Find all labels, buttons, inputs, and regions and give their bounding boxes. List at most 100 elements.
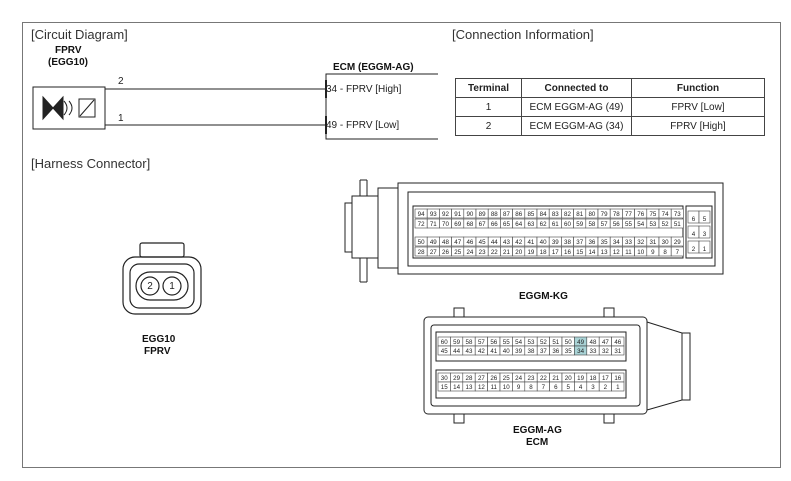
ag-pin-37: 37: [540, 348, 547, 355]
kg-pin-14: 14: [588, 249, 595, 256]
kg-pin-38: 38: [564, 239, 571, 246]
kg-pin-33: 33: [625, 239, 632, 246]
ag-pin-8: 8: [529, 384, 533, 391]
ag-pin-33: 33: [590, 348, 597, 355]
ecm-box: [325, 73, 438, 140]
kg-pin-20: 20: [515, 249, 522, 256]
kg-pin-69: 69: [454, 221, 461, 228]
ag-pin-52: 52: [540, 339, 547, 346]
kg-pin-16: 16: [564, 249, 571, 256]
kg-pin-29: 29: [674, 239, 681, 246]
kg-pin-51: 51: [674, 221, 681, 228]
ag-pin-50: 50: [565, 339, 572, 346]
kg-pin-59: 59: [576, 221, 583, 228]
kg-pin-70: 70: [442, 221, 449, 228]
kg-pin-86: 86: [515, 211, 522, 218]
kg-pin-43: 43: [503, 239, 510, 246]
connected-to-cell: ECM EGGM-AG (49): [521, 97, 632, 117]
kg-pin-29-cell: [670, 236, 684, 247]
ag-pin-49: 49: [577, 339, 584, 346]
kg-pin-73-cell: [670, 208, 684, 219]
kg-pin-39: 39: [552, 239, 559, 246]
kg-pin-3: 3: [703, 231, 707, 238]
kg-pin-64: 64: [515, 221, 522, 228]
kg-pin-9: 9: [651, 249, 655, 256]
ag-pin-29: 29: [453, 375, 460, 382]
eggm-kg-connector: [344, 179, 724, 283]
kg-pin-58: 58: [588, 221, 595, 228]
ag-pin-45: 45: [441, 348, 448, 355]
kg-pin-42: 42: [515, 239, 522, 246]
ag-pin-58: 58: [466, 339, 473, 346]
ag-pin-21: 21: [552, 375, 559, 382]
function-cell: FPRV [Low]: [631, 97, 765, 117]
kg-pin-91: 91: [454, 211, 461, 218]
ag-pin-13: 13: [466, 384, 473, 391]
kg-pin-57: 57: [601, 221, 608, 228]
kg-pin-27: 27: [430, 249, 437, 256]
ag-pin-28: 28: [466, 375, 473, 382]
kg-pin-50: 50: [418, 239, 425, 246]
kg-pin-89: 89: [479, 211, 486, 218]
ag-pin-43: 43: [466, 348, 473, 355]
connection-info-heading: [Connection Information]: [452, 27, 594, 42]
kg-pin-55: 55: [625, 221, 632, 228]
kg-pin-7: 7: [676, 249, 680, 256]
ag-pin-5: 5: [566, 384, 570, 391]
fprv-harness-connector: [122, 242, 202, 315]
ag-pin-17: 17: [602, 375, 609, 382]
eggm-ag-connector: [423, 307, 691, 424]
kg-pin-83: 83: [552, 211, 559, 218]
table-header-row: Terminal Connected to Function: [455, 78, 765, 98]
kg-pin-41: 41: [527, 239, 534, 246]
kg-pin-67: 67: [479, 221, 486, 228]
ag-pin-54: 54: [515, 339, 522, 346]
kg-pin-46: 46: [466, 239, 473, 246]
ag-pin-60: 60: [441, 339, 448, 346]
ag-pin-16: 16: [614, 375, 621, 382]
fprv-code: (EGG10): [48, 57, 89, 68]
kg-pin-72: 72: [418, 221, 425, 228]
header-function: Function: [631, 78, 765, 98]
kg-pin-61: 61: [552, 221, 559, 228]
connected-to-cell: ECM EGGM-AG (34): [521, 116, 632, 136]
kg-pin-10: 10: [637, 249, 644, 256]
ag-pin-1: 1: [616, 384, 620, 391]
kg-pin-15: 15: [576, 249, 583, 256]
kg-pin-45: 45: [479, 239, 486, 246]
kg-pin-75: 75: [649, 211, 656, 218]
ag-pin-40: 40: [503, 348, 510, 355]
kg-pin-94: 94: [418, 211, 425, 218]
ag-pin-20: 20: [565, 375, 572, 382]
ag-pin-22: 22: [540, 375, 547, 382]
kg-pin-36: 36: [588, 239, 595, 246]
kg-pin-5-cell: [698, 210, 711, 224]
ag-pin-39: 39: [515, 348, 522, 355]
kg-pin-71: 71: [430, 221, 437, 228]
kg-pin-34: 34: [613, 239, 620, 246]
terminal-cell: 2: [455, 116, 522, 136]
ag-pin-15: 15: [441, 384, 448, 391]
kg-pin-90: 90: [466, 211, 473, 218]
ag-pin-35: 35: [565, 348, 572, 355]
ag-pin-48: 48: [590, 339, 597, 346]
kg-pin-18: 18: [540, 249, 547, 256]
ag-pin-18: 18: [590, 375, 597, 382]
ag-pin-25: 25: [503, 375, 510, 382]
table-row: 1 ECM EGGM-AG (49) FPRV [Low]: [455, 97, 765, 117]
kg-pin-2: 2: [692, 246, 696, 253]
ag-pin-1-cell: [611, 381, 625, 392]
ag-pin-7: 7: [542, 384, 546, 391]
fprv-pin-1-label: 1: [118, 113, 124, 124]
ag-pin-41: 41: [490, 348, 497, 355]
kg-pin-54: 54: [637, 221, 644, 228]
kg-pin-21: 21: [503, 249, 510, 256]
kg-pin-51-cell: [670, 218, 684, 229]
fprv-connector-label-code: EGG10: [142, 334, 176, 345]
ag-pin-47: 47: [602, 339, 609, 346]
kg-pin-26: 26: [442, 249, 449, 256]
kg-pin-6: 6: [692, 216, 696, 223]
kg-pin-3-cell: [698, 225, 711, 239]
kg-pin-68: 68: [466, 221, 473, 228]
kg-pin-1-cell: [698, 240, 711, 254]
